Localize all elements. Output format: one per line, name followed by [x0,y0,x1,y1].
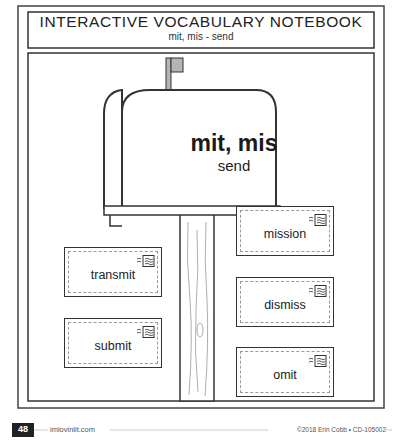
envelope-stamp [309,212,327,224]
vocabulary-word: transmit [91,268,135,282]
stamp-icon [137,255,155,267]
stamp-frame [315,356,326,367]
mailbox-flag [171,58,183,72]
footer-gap [268,425,386,435]
postmark-waves [317,288,325,295]
postmark-waves [145,329,153,336]
mailbox-post [180,214,214,401]
postmark-waves [309,217,313,221]
postmark-waves [309,358,313,362]
root-heading: mit, mis [191,130,278,156]
stamp-icon [309,355,327,367]
word-envelope: transmit [64,247,162,297]
envelope-stamp [137,253,155,265]
postmark-waves [309,288,313,292]
stamp-frame [315,215,326,226]
outer-frame [18,6,384,408]
postmark-waves [317,217,325,224]
vocabulary-word: dismiss [264,298,306,312]
word-envelope: mission [236,206,334,256]
stamp-frame [143,256,154,267]
word-envelope: dismiss [236,277,334,327]
page-number-tab [12,423,34,437]
footer-gap [48,425,110,435]
vocabulary-word: omit [273,368,297,382]
word-envelope: submit [64,318,162,368]
stamp-frame [143,327,154,338]
word-envelope: omit [236,347,334,397]
page-number: 48 [12,424,34,434]
mailbox-door [104,90,122,208]
wood-grain [187,222,207,396]
mailbox-latch [110,215,122,226]
postmark-waves [317,358,325,365]
copyright-note: ©2018 Erin Cobb • CD-105002 [270,426,386,433]
postmark-waves [137,329,141,333]
vocabulary-word: submit [95,339,132,353]
stamp-icon [309,285,327,297]
stamp-icon [137,326,155,338]
postmark-waves [137,258,141,262]
envelope-stamp [309,283,327,295]
worksheet-subtitle: mit, mis - send [28,31,374,42]
stamp-icon [309,214,327,226]
title-frame [28,12,374,48]
envelope-stamp [137,324,155,336]
worksheet-title: INTERACTIVE VOCABULARY NOTEBOOK [28,13,374,31]
vocabulary-word: mission [264,227,306,241]
content-frame [28,53,374,401]
website-url: imlovinlit.com [50,425,95,434]
envelope-stamp [309,353,327,365]
root-meaning: send [218,156,251,176]
stamp-frame [315,286,326,297]
wood-knot [197,323,203,337]
mailbox-label: mit, missend [184,118,284,188]
postmark-waves [145,258,153,265]
